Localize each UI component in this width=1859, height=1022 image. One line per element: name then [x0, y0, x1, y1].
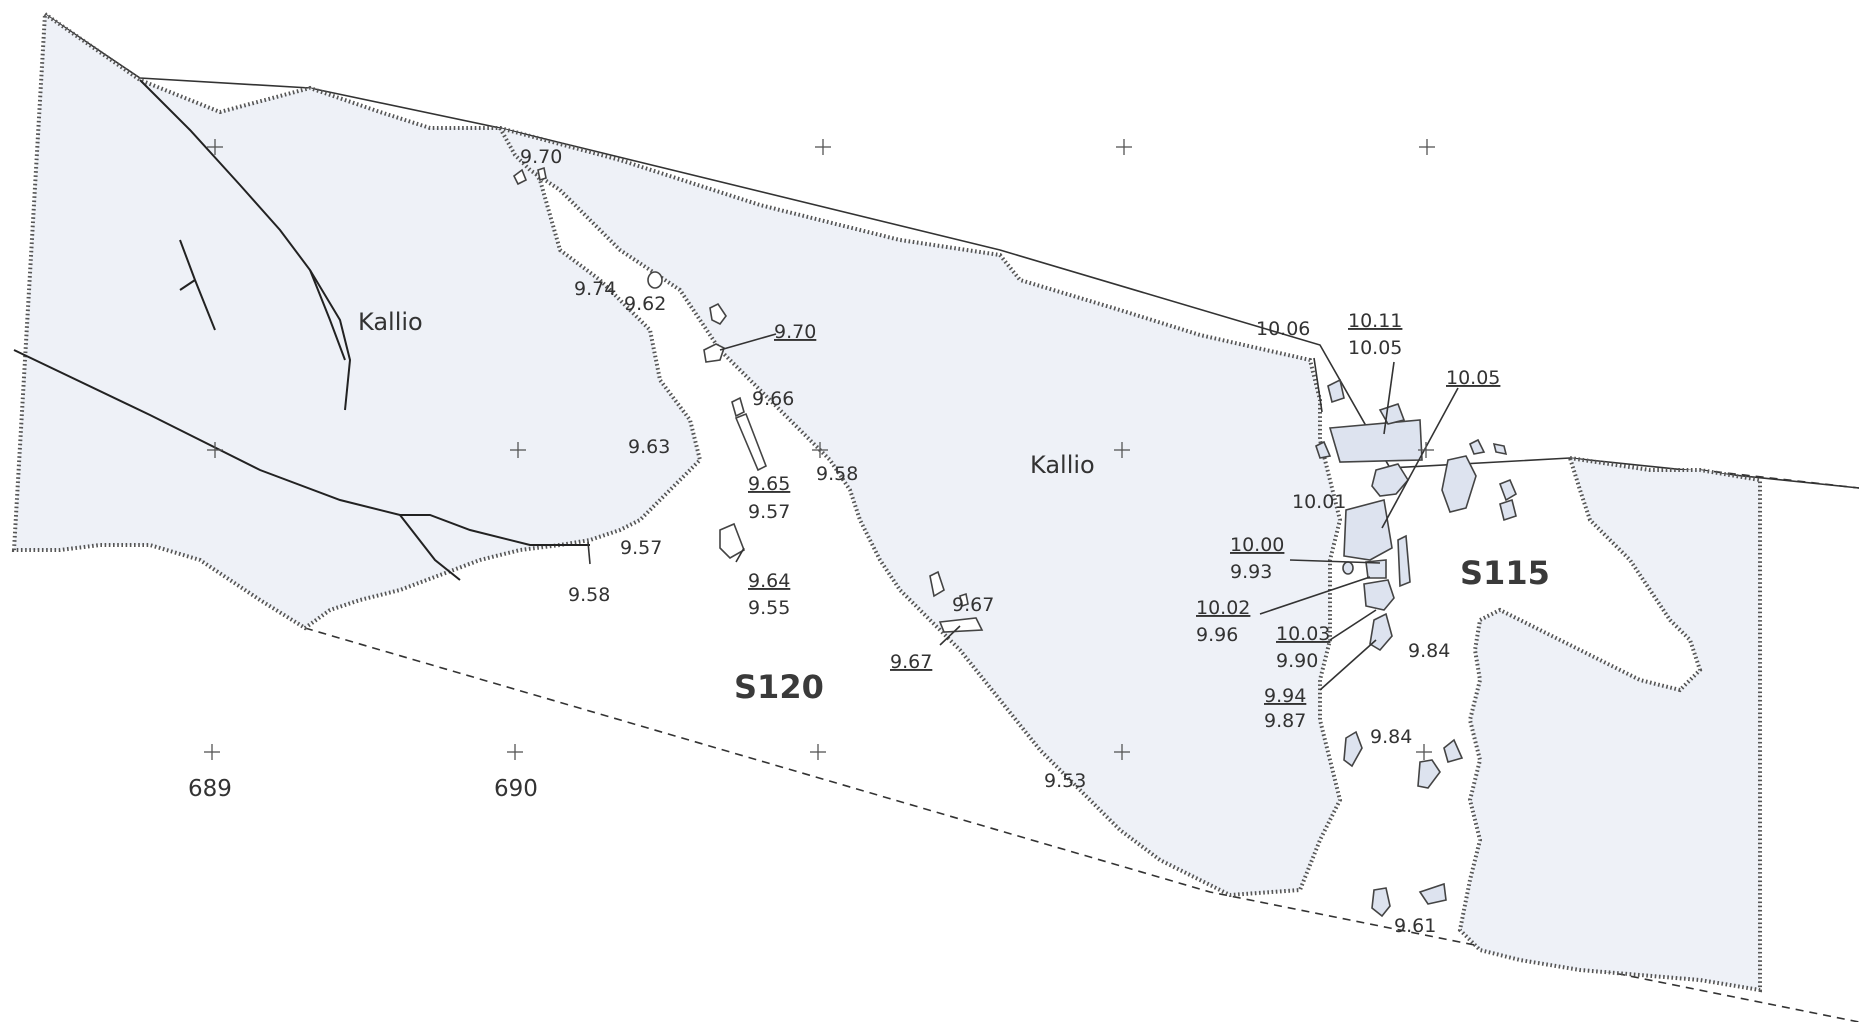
leader-line	[587, 541, 591, 565]
stone	[1371, 463, 1409, 497]
region-label-kallio-left: Kallio	[358, 308, 423, 336]
stone	[938, 617, 984, 633]
stone	[719, 522, 745, 559]
leader-line	[1381, 387, 1459, 529]
stone	[929, 570, 945, 598]
stone	[731, 396, 745, 418]
elevation-label: 9.96	[1196, 624, 1238, 646]
region-label-kallio-center: Kallio	[1030, 451, 1095, 479]
elevation-label: 9.84	[1370, 726, 1412, 748]
elevation-label: 9.62	[624, 293, 666, 315]
leader-line	[1313, 357, 1323, 413]
elevation-label: 9.57	[620, 537, 662, 559]
elevation-label-underlined: 9.65	[748, 473, 790, 495]
elevation-label-underlined: 10.00	[1230, 534, 1284, 556]
elevation-label-underlined: 9.70	[774, 321, 816, 343]
elevation-label-underlined: 10.02	[1196, 597, 1250, 619]
leader-line	[1319, 639, 1377, 691]
stone	[1342, 561, 1354, 575]
elevation-label: 10.06	[1256, 318, 1310, 340]
elevation-label: 9.87	[1264, 710, 1306, 732]
leader-line	[1383, 361, 1395, 435]
elevation-label-underlined: 9.64	[748, 570, 790, 592]
stone	[647, 271, 663, 289]
elevation-label-underlined: 10.11	[1348, 310, 1402, 332]
leader-line	[1289, 559, 1381, 564]
stone	[1499, 498, 1517, 522]
elevation-label: 9.93	[1230, 561, 1272, 583]
stone	[703, 343, 725, 363]
rock-crack	[179, 279, 196, 291]
stone	[734, 412, 768, 472]
leader-line	[719, 333, 777, 351]
stone	[1498, 478, 1518, 502]
stone	[1371, 887, 1391, 918]
survey-grid-crosses	[204, 139, 1435, 760]
elevation-label-underlined: 9.94	[1264, 685, 1306, 707]
stone	[1492, 442, 1508, 456]
bedrock-outcrop-left	[11, 10, 703, 631]
elevation-label: 9.61	[1394, 915, 1436, 937]
excavation-boundary-right	[1699, 469, 1859, 489]
stone	[1443, 738, 1464, 763]
elevation-label: 9.70	[520, 146, 562, 168]
elevation-label: 9.58	[568, 584, 610, 606]
stone	[1468, 438, 1486, 455]
rock-crack	[139, 79, 352, 411]
elevation-label: 9.90	[1276, 650, 1318, 672]
stone	[1363, 579, 1395, 611]
elevation-label: 10.05	[1348, 337, 1402, 359]
stone	[1397, 534, 1411, 588]
leader-line	[1259, 576, 1371, 615]
stone	[1315, 440, 1332, 459]
rock-crack	[399, 514, 461, 581]
grid-coordinate-label: 689	[188, 776, 232, 802]
excavation-boundary-top	[44, 13, 1859, 489]
stone	[537, 166, 547, 182]
stone	[1365, 559, 1387, 579]
section-label-s120: S120	[734, 668, 824, 706]
stone	[512, 168, 528, 186]
stone	[1343, 730, 1363, 768]
elevation-labels: 9.70 9.74 9.62 9.70 9.66 9.63 9.58 9.65 9.57 9.57…	[520, 146, 1500, 937]
elevation-label: 9.55	[748, 597, 790, 619]
stone	[1441, 455, 1477, 513]
stone	[1327, 378, 1345, 404]
elevation-label: 9.63	[628, 436, 670, 458]
bedrock-outcrop-right	[1457, 455, 1762, 993]
excavation-boundary-bottom	[304, 627, 1859, 1022]
section-label-s115: S115	[1460, 554, 1550, 592]
elevation-label: 9.84	[1408, 640, 1450, 662]
stone	[1343, 499, 1393, 561]
elevation-label: 9.67	[952, 594, 994, 616]
rock-crack	[309, 269, 346, 361]
stone	[1328, 419, 1423, 463]
elevation-label: 10.01	[1292, 491, 1346, 513]
leader-line	[735, 547, 745, 563]
elevation-label: 9.58	[816, 463, 858, 485]
elevation-label: 9.66	[752, 388, 794, 410]
elevation-label: 9.74	[574, 278, 616, 300]
stone	[1418, 882, 1447, 905]
elevation-label: 9.53	[1044, 770, 1086, 792]
elevation-label-underlined: 10.03	[1276, 623, 1330, 645]
bedrock-outcrop-center	[495, 124, 1343, 898]
stone	[959, 592, 969, 608]
stone	[1378, 402, 1406, 425]
elevation-label: 9.57	[748, 501, 790, 523]
leader-line	[1329, 609, 1377, 641]
stone	[709, 302, 727, 326]
leader-line	[939, 625, 961, 646]
stone	[1369, 612, 1393, 652]
elevation-label-underlined: 10.05	[1446, 367, 1500, 389]
grid-coordinate-label: 690	[494, 776, 538, 802]
elevation-label-underlined: 9.67	[890, 651, 932, 673]
stone	[1417, 759, 1441, 789]
